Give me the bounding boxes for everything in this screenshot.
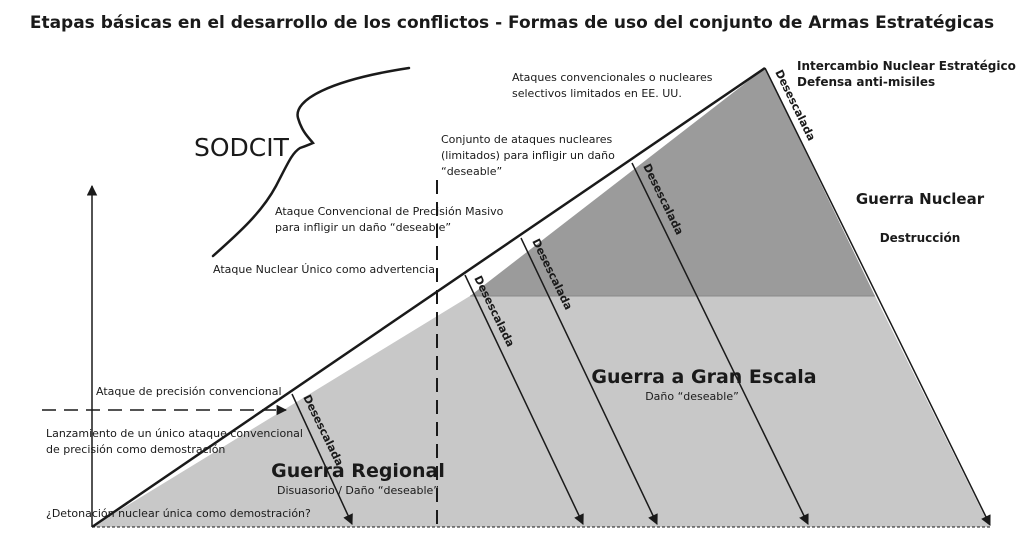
label-conjunto-2: (limitados) para infligir un daño bbox=[441, 149, 615, 162]
right-edge-arrow bbox=[764, 67, 991, 526]
zone-gran-escala-title: Guerra a Gran Escala bbox=[591, 366, 816, 388]
label-ataques-selectivos-1: Ataques convencionales o nucleares bbox=[512, 71, 713, 84]
label-masivo-2: para infligir un daño “deseable” bbox=[275, 221, 451, 234]
dark-zone bbox=[470, 68, 875, 296]
zone-regional-subtitle: Disuasorio / Daño “deseable” bbox=[277, 484, 439, 497]
label-ataques-selectivos-2: selectivos limitados en EE. UU. bbox=[512, 87, 682, 100]
zone-regional-title: Guerra Regional bbox=[271, 460, 445, 482]
label-detonacion: ¿Detonación nuclear única como demostrac… bbox=[46, 507, 311, 520]
label-precision: Ataque de precisión convencional bbox=[96, 385, 282, 398]
diagram-title: Etapas básicas en el desarrollo de los c… bbox=[30, 13, 994, 33]
label-lanzamiento-1: Lanzamiento de un único ataque convencio… bbox=[46, 427, 303, 440]
zone-nuclear-subtitle: Destrucción bbox=[880, 231, 961, 245]
light-zone bbox=[92, 296, 990, 527]
sodcit-label: SODCIT bbox=[194, 133, 290, 162]
desescalada-arrow-1 bbox=[291, 393, 353, 525]
label-lanzamiento-2: de precisión como demostración bbox=[46, 443, 225, 456]
zone-gran-escala-subtitle: Daño “deseable” bbox=[645, 390, 739, 403]
label-intercambio: Intercambio Nuclear Estratégico bbox=[797, 59, 1016, 73]
label-conjunto-3: “deseable” bbox=[441, 165, 502, 178]
sodcit-brace bbox=[211, 66, 411, 258]
desescalada-arrow-2 bbox=[464, 274, 584, 525]
desescalada-arrow-4 bbox=[631, 162, 809, 525]
desescalada-arrow-3 bbox=[520, 237, 658, 525]
label-conjunto-1: Conjunto de ataques nucleares bbox=[441, 133, 613, 146]
hypotenuse-line bbox=[91, 66, 766, 529]
label-defensa: Defensa anti-misiles bbox=[797, 75, 935, 89]
zone-nuclear-title: Guerra Nuclear bbox=[856, 190, 985, 208]
label-masivo-1: Ataque Convencional de Precisión Masivo bbox=[275, 205, 504, 218]
label-unico-nuclear: Ataque Nuclear Único como advertencia bbox=[213, 263, 435, 276]
